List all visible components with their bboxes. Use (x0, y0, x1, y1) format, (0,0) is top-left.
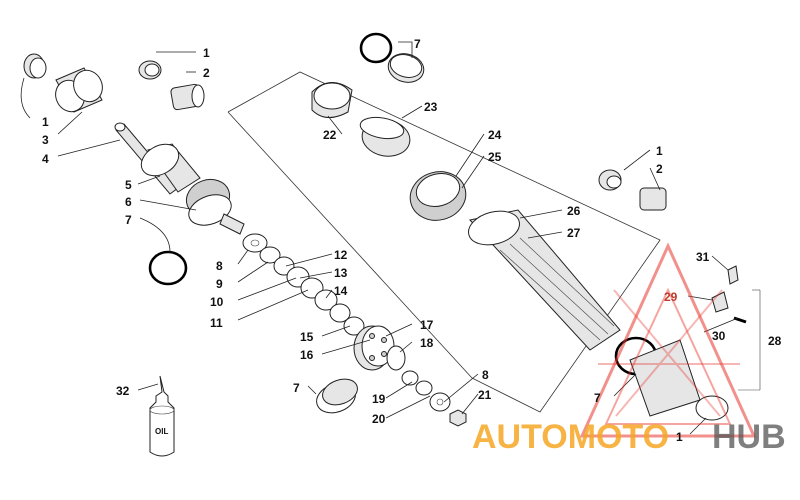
callout-16: 16 (300, 348, 314, 362)
watermark-auto-text: AUTOMOTO (472, 418, 669, 456)
callout-6: 6 (125, 195, 132, 209)
callout-9: 9 (216, 277, 223, 291)
callout-13: 13 (334, 266, 348, 280)
callout-7: 7 (293, 381, 300, 395)
valve-group (711, 265, 761, 391)
callout-30: 30 (712, 329, 726, 343)
callout-4: 4 (42, 152, 49, 166)
callout-27: 27 (567, 226, 581, 240)
callout-17: 17 (420, 318, 434, 332)
callout-8: 8 (216, 259, 223, 273)
end-cap-assembly (614, 336, 729, 421)
callout-12: 12 (334, 248, 348, 262)
watermark-hub-text: HUB (712, 418, 786, 456)
callout-15: 15 (300, 330, 314, 344)
right-eye-parts (598, 169, 667, 211)
watermark-triangle (579, 242, 757, 438)
callout-5: 5 (125, 178, 132, 192)
shock-body (468, 209, 621, 351)
watermark-logo: AUTOMOTO HUB (472, 418, 786, 456)
callout-7: 7 (594, 391, 601, 405)
callout-11: 11 (210, 316, 223, 330)
callout-25: 25 (488, 150, 502, 164)
callout-19: 19 (372, 392, 386, 406)
callout-7: 7 (125, 213, 132, 227)
callout-32: 32 (116, 384, 130, 398)
callout-29: 29 (664, 290, 678, 304)
top-left-eye-parts (23, 53, 205, 113)
band-ring (316, 378, 358, 414)
callout-7: 7 (414, 37, 421, 51)
callout-2: 2 (203, 66, 210, 80)
assembly-frame (227, 71, 661, 413)
callout-8: 8 (482, 368, 489, 382)
washer-nut-stack (401, 370, 467, 427)
callout-1: 1 (656, 144, 663, 158)
callout-28: 28 (768, 334, 782, 348)
callout-14: 14 (334, 284, 348, 298)
leader-lines (20, 41, 739, 435)
callout-31: 31 (696, 250, 710, 264)
callout-21: 21 (478, 388, 492, 402)
piston-assembly (353, 325, 406, 371)
callout-23: 23 (424, 100, 438, 114)
reservoir-cap-parts (311, 32, 467, 221)
oil-bottle: OIL (149, 375, 175, 457)
shaft-assembly (114, 122, 245, 235)
callout-labels: 1 2 1 3 4 5 6 7 8 9 10 11 12 13 14 15 16… (42, 37, 782, 444)
callout-20: 20 (372, 412, 386, 426)
o-ring-left (148, 250, 188, 286)
callout-24: 24 (488, 128, 502, 142)
callout-22: 22 (323, 128, 337, 142)
callout-1: 1 (203, 46, 210, 60)
callout-3: 3 (42, 133, 49, 147)
oil-label: OIL (155, 427, 168, 436)
callout-1: 1 (42, 115, 49, 129)
callout-10: 10 (210, 295, 224, 309)
shim-stack (242, 233, 365, 336)
callout-26: 26 (567, 204, 581, 218)
callout-2: 2 (656, 162, 663, 176)
callout-1: 1 (676, 430, 683, 444)
callout-18: 18 (420, 336, 434, 350)
